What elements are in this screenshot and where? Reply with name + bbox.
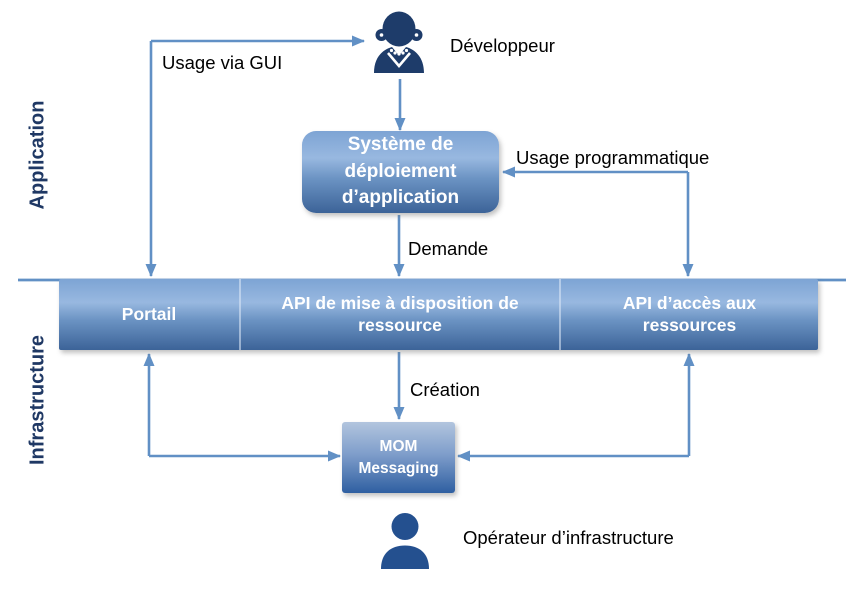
developer-actor xyxy=(366,9,432,77)
node-mom-messaging-label: MOM Messaging xyxy=(358,437,439,477)
node-deployment-system: Système de déploiement d’application xyxy=(302,131,499,213)
operator-label: Opérateur d’infrastructure xyxy=(463,527,674,548)
node-api-provision-label: API de mise à disposition de ressource xyxy=(281,292,519,335)
layer-label-application: Application xyxy=(26,100,49,210)
node-portail: Portail xyxy=(59,279,239,350)
edge-label-usage-via-gui: Usage via GUI xyxy=(162,52,283,73)
operator-person-icon xyxy=(381,513,429,569)
developer-person-icon xyxy=(374,11,424,73)
node-api-access: API d’accès aux ressources xyxy=(559,279,818,350)
node-api-provision: API de mise à disposition de ressource xyxy=(239,279,559,350)
node-api-access-label: API d’accès aux ressources xyxy=(622,292,757,335)
layer-label-infrastructure: Infrastructure xyxy=(26,334,49,466)
edge-label-creation: Création xyxy=(410,379,480,400)
edge-label-usage-programmatique: Usage programmatique xyxy=(516,147,710,168)
node-deployment-system-label: Système de déploiement d’application xyxy=(341,134,460,209)
node-portail-label: Portail xyxy=(121,303,177,324)
infrastructure-services-bar: Portail API de mise à disposition de res… xyxy=(59,279,818,350)
node-mom-messaging: MOM Messaging xyxy=(342,422,455,493)
operator-actor xyxy=(376,512,434,569)
edge-label-demande: Demande xyxy=(408,238,489,259)
developer-label: Développeur xyxy=(450,35,555,56)
